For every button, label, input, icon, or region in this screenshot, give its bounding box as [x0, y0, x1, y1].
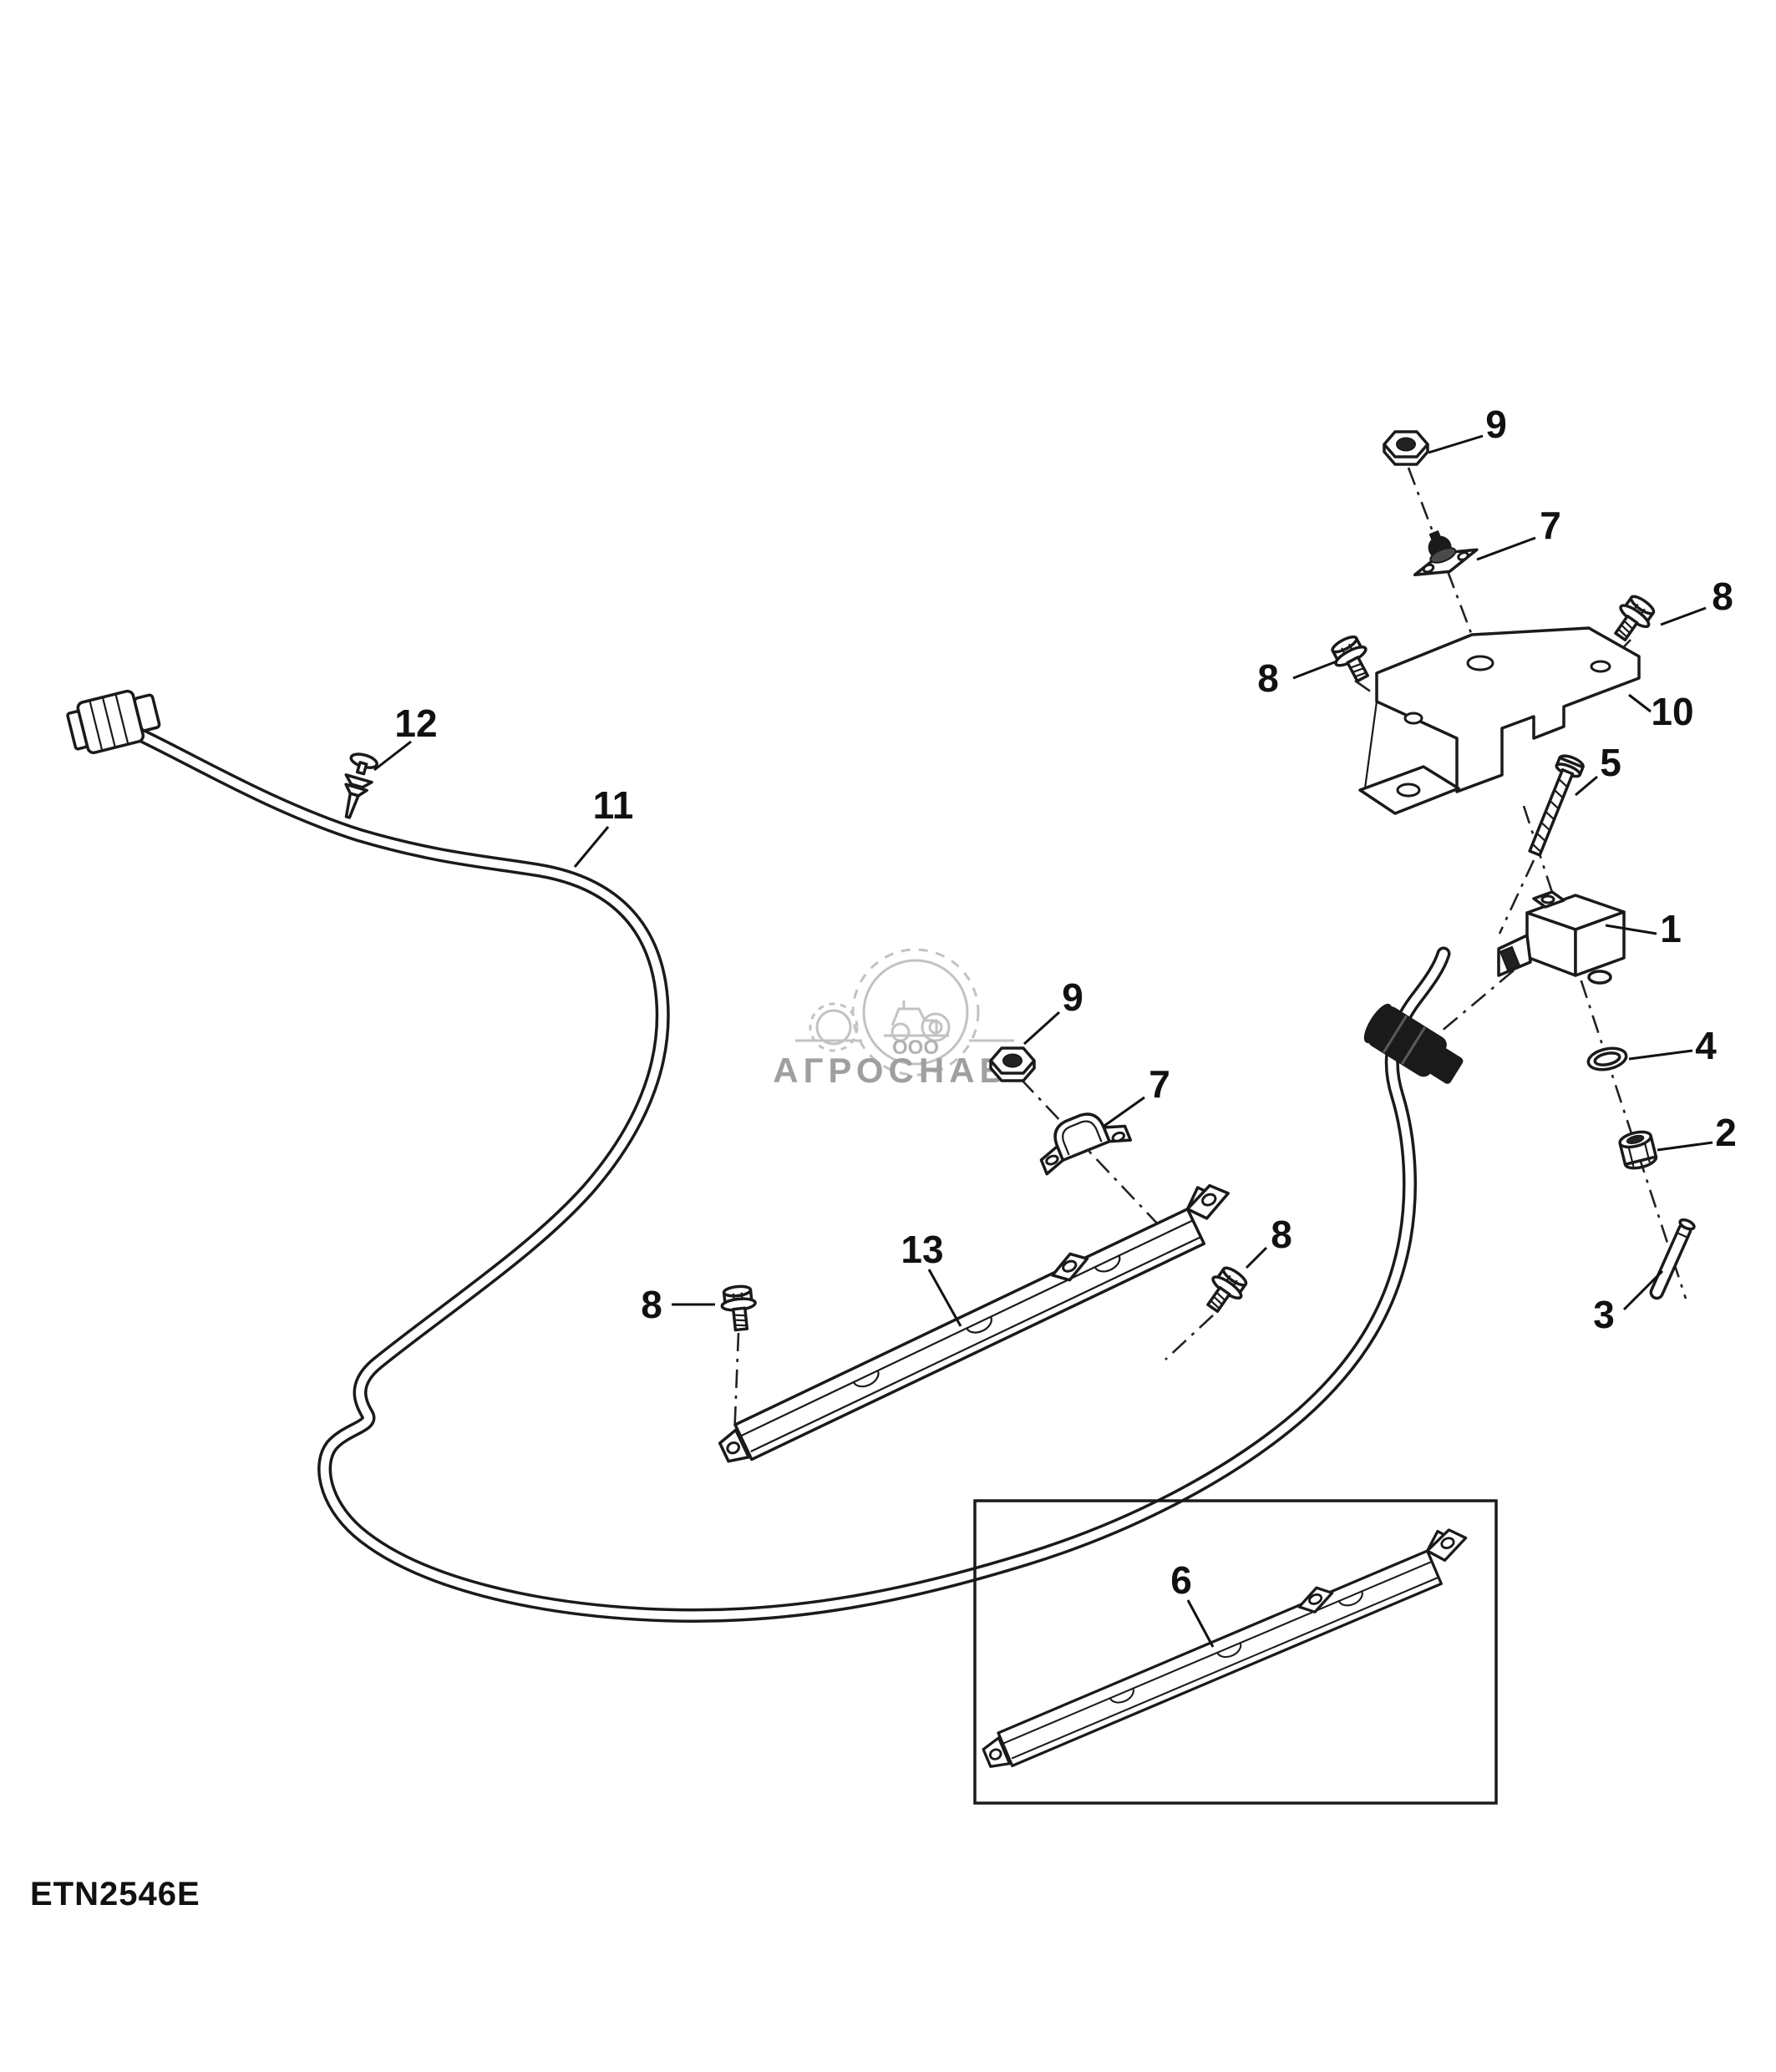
inset-frame	[973, 1499, 1498, 1805]
flange-bolt-8-top-left	[1326, 631, 1379, 688]
push-pin-clip-12	[344, 752, 378, 819]
watermark-logo: ООО	[795, 948, 1014, 1077]
long-bolt-5	[1528, 754, 1585, 857]
leader-lines	[373, 434, 1713, 1648]
pin-3	[1649, 1218, 1696, 1300]
watermark-ooo: ООО	[892, 1036, 939, 1059]
support-rail-6	[972, 1521, 1480, 1776]
drawing-code: ETN2546E	[30, 1876, 200, 1912]
o-ring-4	[1586, 1046, 1628, 1071]
hex-nut-9-mid	[989, 1046, 1036, 1082]
sensor-clamp-7-top	[1413, 530, 1479, 577]
cable-harness-11	[136, 729, 1451, 1623]
flange-bolt-8-mid-left	[718, 1283, 759, 1333]
bushing-2	[1618, 1130, 1658, 1170]
hex-nut-9-top	[1383, 430, 1429, 466]
watermark-agrosnab: АГРОСНАБ	[773, 1051, 1009, 1090]
cable-connector-start-icon	[66, 689, 161, 754]
flange-bolt-8-mid-right	[1197, 1261, 1253, 1320]
mounting-bracket-10	[1358, 626, 1641, 815]
sensor-1	[1497, 890, 1626, 985]
cable-connector-end-icon	[1363, 1003, 1464, 1084]
support-rail-13	[708, 1175, 1246, 1471]
clamp-7-mid	[1039, 1112, 1133, 1176]
flange-bolt-8-top-right	[1605, 590, 1661, 648]
